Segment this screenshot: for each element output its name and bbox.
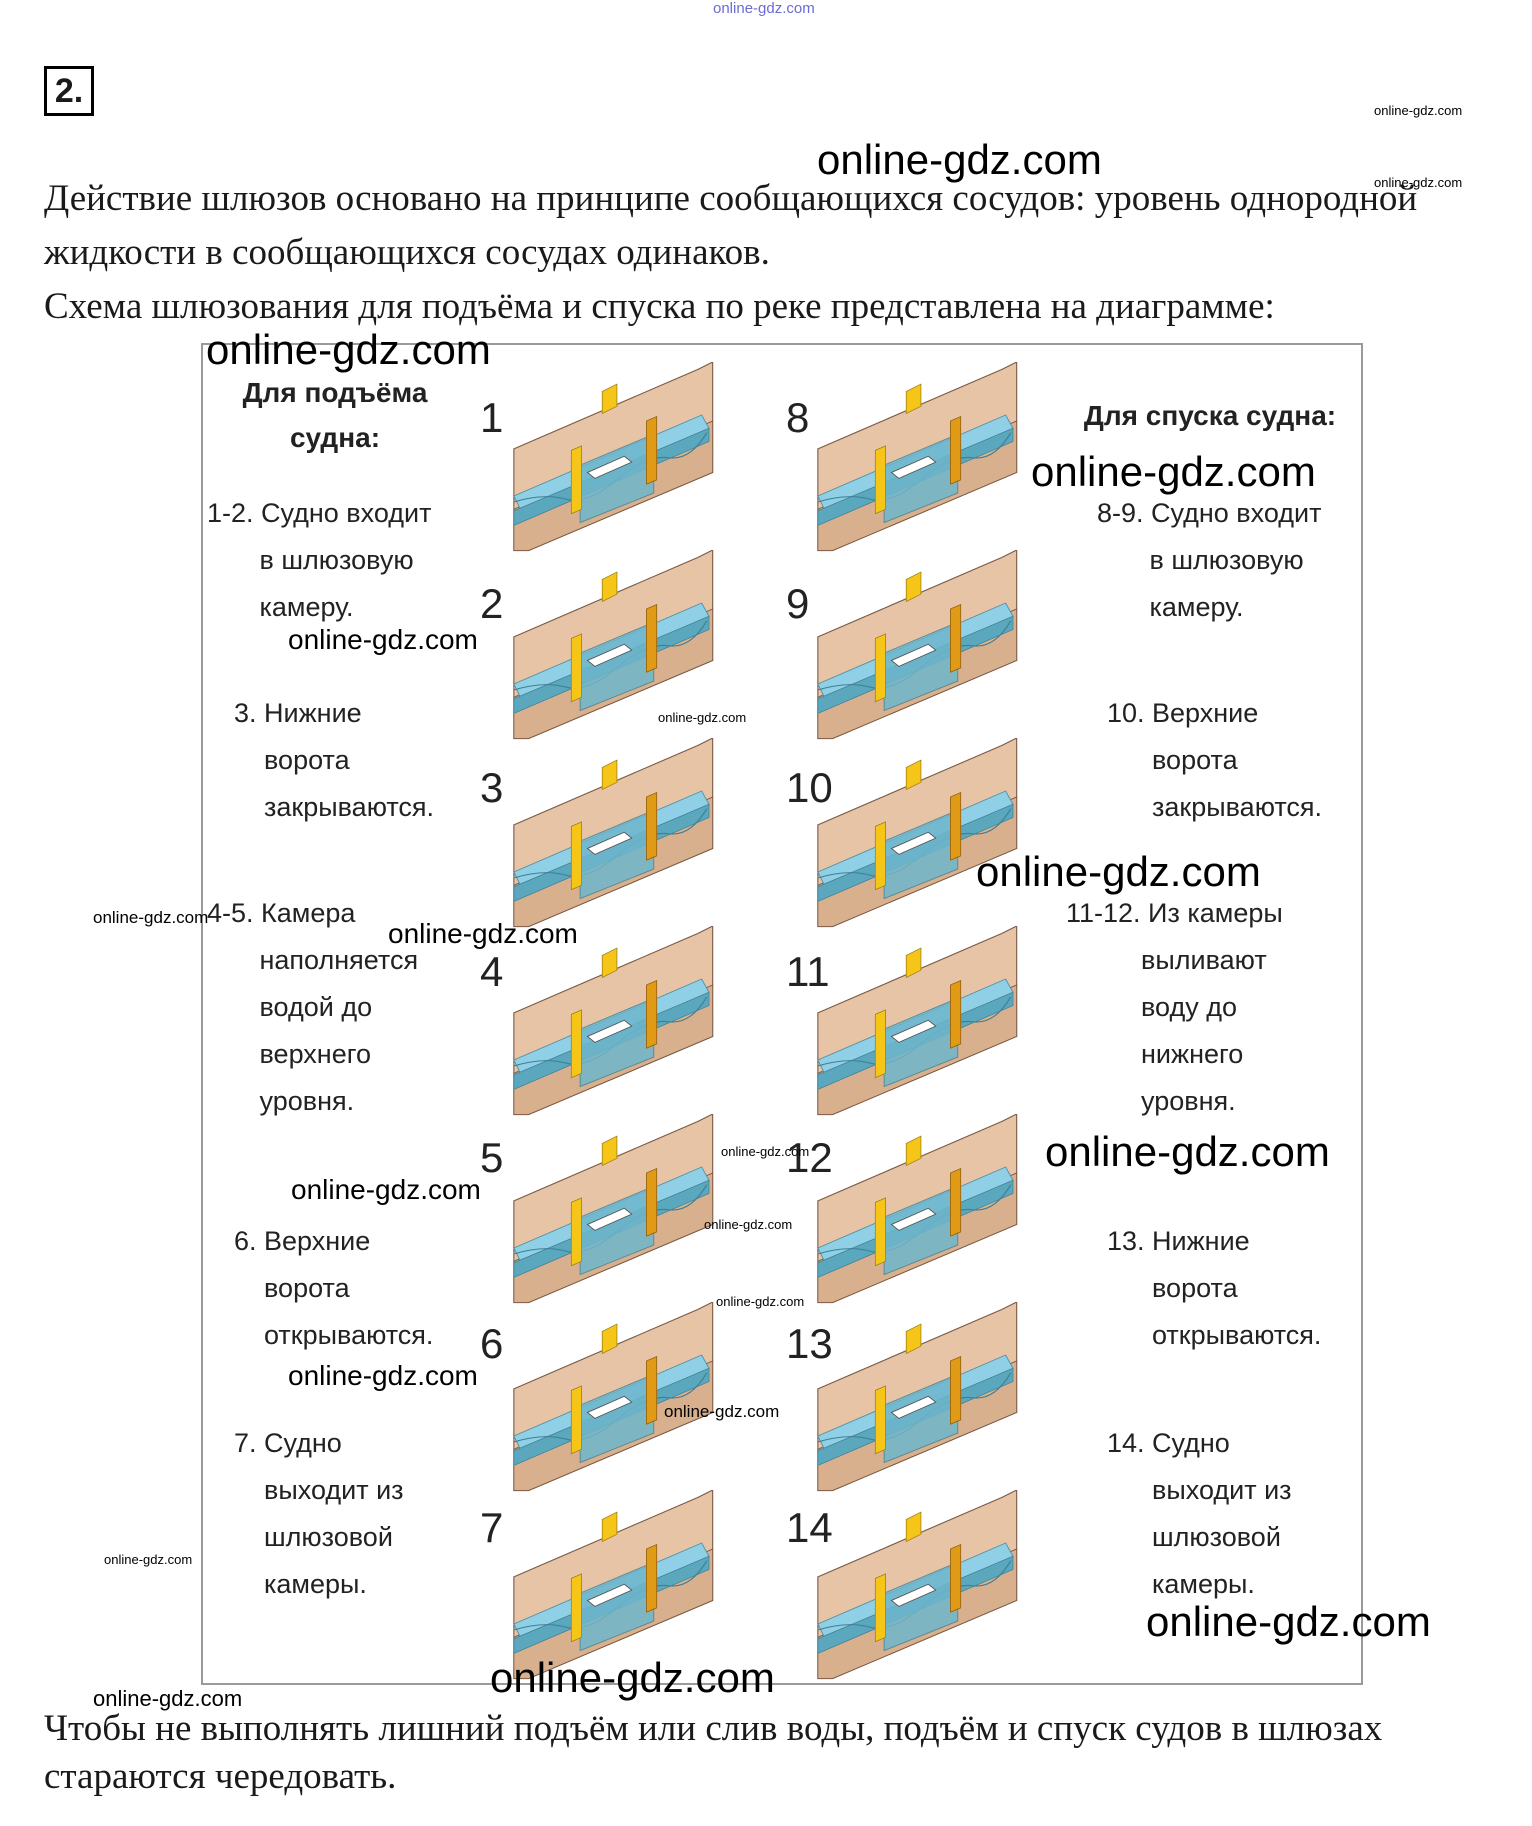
panel-number: 11 [786,948,830,995]
right-step-1: 8-9. Судно входит в шлюзовую камеру. [1097,498,1322,622]
footer-line-2: стараются чередовать. [44,1756,397,1797]
lock-panel-8 [782,362,1054,552]
watermark: online-gdz.com [93,908,209,927]
watermark: online-gdz.com [288,624,478,655]
watermark: online-gdz.com [291,1174,481,1205]
right-step-5: 14. Судно выходит из шлюзовой камеры. [1107,1428,1292,1599]
lock-panel-4 [478,926,750,1116]
lock-panel-3 [478,738,750,928]
panel-number: 3 [480,764,504,811]
watermark: online-gdz.com [721,1144,810,1159]
left-step-4: 6. Верхние ворота открываются. [234,1226,434,1350]
left-step-2: 3. Нижние ворота закрываются. [234,698,435,822]
right-title: Для спуска судна: [1083,400,1337,431]
lock-panel-5 [478,1114,750,1304]
left-step-1: 1-2. Судно входит в шлюзовую камеру. [207,498,432,622]
panel-number: 2 [480,580,504,627]
watermark: online-gdz.com [1374,175,1463,190]
panel-number: 9 [786,580,810,627]
right-step-2: 10. Верхние ворота закрываются. [1107,698,1323,822]
panel-number: 8 [786,394,810,441]
left-step-5: 7. Судно выходит из шлюзовой камеры. [234,1428,404,1599]
lock-panel-7 [478,1490,750,1680]
lock-panel-9 [782,550,1054,740]
panel-number: 10 [786,764,833,811]
panel-number: 12 [786,1134,833,1181]
watermark: online-gdz.com [1045,1128,1330,1175]
paragraph-1: Действие шлюзов основано на принципе соо… [44,178,1418,219]
watermark: online-gdz.com [206,326,491,373]
right-step-3: 11-12. Из камеры выливают воду до нижнег… [1066,898,1283,1116]
watermark: online-gdz.com [388,918,578,949]
left-title: Для подъёма судна: [242,377,428,453]
panel-number: 4 [480,948,504,995]
watermark: online-gdz.com [93,1686,243,1711]
panel-number: 5 [480,1134,504,1181]
paragraph-2: жидкости в сообщающихся сосудах одинаков… [44,232,770,273]
panel-number: 6 [480,1320,504,1367]
watermark: online-gdz.com [817,136,1102,183]
lock-panel-1 [478,362,750,552]
panel-number: 13 [786,1320,833,1367]
footer-line-1: Чтобы не выполнять лишний подъём или сли… [44,1708,1383,1749]
panel-number: 7 [480,1504,504,1551]
watermark: online-gdz.com [490,1654,775,1701]
watermark: online-gdz.com [976,848,1261,895]
watermark: online-gdz.com [1146,1598,1431,1645]
paragraph-3: Схема шлюзования для подъёма и спуска по… [44,286,1275,327]
watermark: online-gdz.com [1031,448,1316,495]
watermark: online-gdz.com [288,1360,478,1391]
lock-panel-6 [478,1302,750,1492]
watermark: online-gdz.com [664,1402,780,1421]
left-step-3: 4-5. Камера наполняется водой до верхнег… [207,898,419,1116]
watermark: online-gdz.com [1374,103,1463,118]
watermark: online-gdz.com [658,710,747,725]
panel-number: 14 [786,1504,833,1551]
lock-diagram [201,343,1363,1685]
watermark: online-gdz.com [704,1217,793,1232]
watermark: online-gdz.com [104,1552,193,1567]
panel-number: 1 [480,394,504,441]
watermark: online-gdz.com [716,1294,805,1309]
right-step-4: 13. Нижние ворота открываются. [1107,1226,1322,1350]
watermark: online-gdz.com [713,0,815,17]
task-number: 2. [44,66,94,116]
